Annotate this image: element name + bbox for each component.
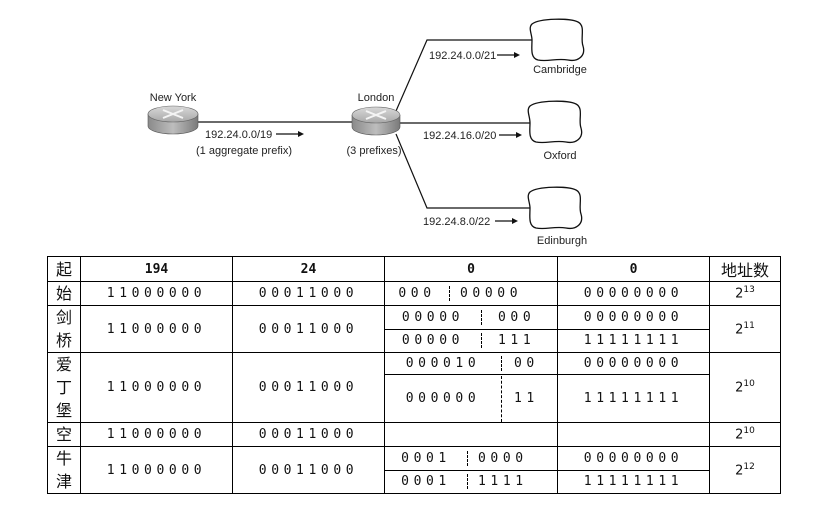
link-prefix-oxford: 192.24.16.0/20 — [423, 130, 496, 142]
oxford-address-count: 212 — [709, 446, 781, 494]
start-octet4: 00000000 — [583, 286, 684, 301]
network-cloud-icon-edinburgh — [527, 186, 583, 230]
table-row-oxford-last: 0001 1111 11111111 — [48, 469, 781, 494]
link-prefix-cambridge: 192.24.0.0/21 — [429, 50, 496, 62]
edinburgh-octet2: 00011000 — [258, 380, 359, 395]
cambridge-last-octet4: 11111111 — [583, 333, 684, 349]
cambridge-first-octet4: 00000000 — [583, 309, 684, 325]
table-row-edinburgh-last: 000000 11 11111111 — [48, 374, 781, 423]
cambridge-last-octet3-right: 111 — [481, 333, 543, 349]
empty-octet1: 11000000 — [106, 427, 207, 442]
link-note-ny-london: (1 aggregate prefix) — [196, 145, 292, 157]
start-octet2: 00011000 — [258, 286, 359, 301]
edinburgh-first-octet3-left: 000010 — [405, 356, 481, 372]
oxford-octet1: 11000000 — [106, 462, 207, 478]
table-row-cambridge-first: 剑桥 11000000 00011000 00000 000 00000000 … — [47, 305, 781, 353]
link-london-edinburgh — [395, 133, 530, 209]
row-name-cambridge: 剑桥 — [47, 305, 81, 353]
london-prefix-count: (3 prefixes) — [346, 145, 401, 157]
start-octet1: 11000000 — [106, 286, 207, 301]
header-address-count: 地址数 — [709, 256, 781, 282]
arrowhead-icon — [514, 52, 520, 58]
oxford-first-octet3-left: 0001 — [401, 450, 451, 466]
row-name-start-top: 起 — [47, 256, 81, 282]
header-octet1: 194 — [80, 256, 233, 282]
node-label-cambridge: Cambridge — [533, 64, 587, 76]
cambridge-octet2: 00011000 — [258, 321, 359, 337]
node-label-edinburgh: Edinburgh — [537, 235, 587, 247]
start-address-count: 213 — [709, 281, 781, 306]
table-row-empty: 空 11000000 00011000 210 — [47, 422, 781, 447]
row-name-edinburgh: 爱丁堡 — [47, 352, 81, 423]
edinburgh-last-octet3-right: 11 — [501, 375, 547, 422]
cambridge-address-count: 211 — [709, 305, 781, 353]
oxford-octet2: 00011000 — [258, 462, 359, 478]
edinburgh-last-octet3-left: 000000 — [405, 391, 481, 407]
row-name-oxford: 牛津 — [47, 446, 81, 494]
arrowhead-icon — [512, 218, 518, 224]
empty-octet3 — [384, 422, 558, 447]
row-name-empty: 空 — [47, 422, 81, 447]
empty-octet4 — [557, 422, 710, 447]
oxford-last-octet3-right: 1111 — [467, 474, 536, 490]
oxford-last-octet4: 11111111 — [583, 474, 684, 490]
oxford-last-octet3-left: 0001 — [401, 474, 451, 490]
network-cloud-icon-cambridge — [529, 18, 585, 62]
network-diagram: New York London (3 prefixes) 192.24.0.0/… — [147, 18, 587, 247]
router-icon-london — [351, 106, 401, 136]
edinburgh-last-octet4: 11111111 — [583, 391, 684, 407]
network-cloud-icon-oxford — [527, 100, 583, 144]
address-allocation-table: 起 194 24 0 0 地址数 始 11000000 00011000 000… — [47, 256, 781, 494]
start-octet3-left: 000 — [398, 286, 436, 301]
empty-address-count: 210 — [709, 422, 781, 447]
edinburgh-octet1: 11000000 — [106, 380, 207, 395]
header-octet2: 24 — [232, 256, 385, 282]
header-octet4: 0 — [557, 256, 710, 282]
arrowhead-icon — [298, 131, 304, 137]
table-row-oxford-first: 牛津 11000000 00011000 0001 0000 00000000 … — [47, 446, 781, 494]
oxford-first-octet3-right: 0000 — [467, 450, 536, 466]
table-row-start: 始 11000000 00011000 000 00000 00000000 2… — [47, 281, 781, 306]
edinburgh-address-count: 210 — [709, 352, 781, 423]
node-label-london: London — [358, 92, 395, 104]
arrowhead-icon — [516, 132, 522, 138]
link-prefix-edinburgh: 192.24.8.0/22 — [423, 216, 490, 228]
empty-octet2: 00011000 — [258, 427, 359, 442]
table-row-edinburgh-first: 爱丁堡 11000000 00011000 000010 00 00000000… — [47, 351, 781, 423]
link-prefix-ny-london: 192.24.0.0/19 — [205, 129, 272, 141]
edinburgh-first-octet4: 00000000 — [583, 356, 684, 372]
header-octet3: 0 — [384, 256, 558, 282]
node-label-oxford: Oxford — [543, 150, 576, 162]
cambridge-octet1: 11000000 — [106, 321, 207, 337]
cambridge-last-octet3-left: 00000 — [401, 333, 465, 349]
edinburgh-first-octet3-right: 00 — [501, 356, 547, 372]
link-london-cambridge — [395, 39, 532, 112]
start-octet3-right: 00000 — [449, 286, 530, 301]
row-name-start-bottom: 始 — [47, 281, 81, 306]
cambridge-first-octet3-right: 000 — [481, 309, 543, 325]
cambridge-first-octet3-left: 00000 — [401, 309, 465, 325]
node-label-new-york: New York — [150, 92, 197, 104]
table-header-row: 起 194 24 0 0 地址数 — [47, 256, 781, 282]
oxford-first-octet4: 00000000 — [583, 450, 684, 466]
router-icon-new-york — [147, 105, 199, 135]
